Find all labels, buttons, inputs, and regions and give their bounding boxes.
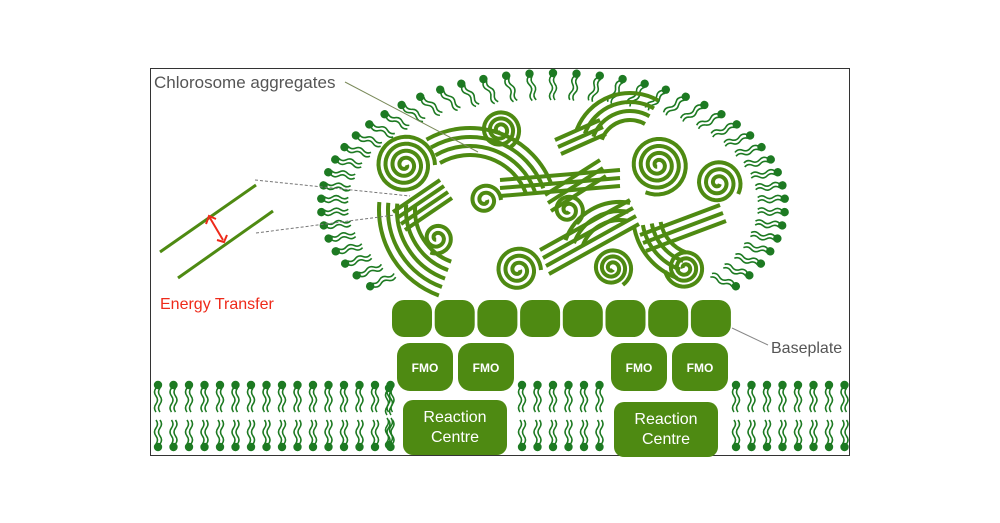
reaction-centre-label-line2: Centre	[431, 429, 479, 446]
baseplate-unit	[690, 300, 731, 337]
lamellar-aggregate	[640, 224, 681, 272]
rod-aggregate	[499, 176, 621, 190]
fmo-protein	[397, 343, 453, 391]
energy-transfer-label: Energy Transfer	[160, 296, 275, 313]
spiral-aggregate	[496, 246, 543, 290]
spiral-aggregate	[470, 183, 503, 213]
fmo-label: FMO	[412, 361, 439, 375]
rod-aggregate	[548, 222, 640, 276]
rod-aggregate	[554, 118, 601, 142]
spiral-aggregate	[481, 110, 522, 149]
reaction-centre	[403, 400, 507, 455]
lamellar-aggregate	[574, 91, 660, 132]
baseplate-unit	[434, 300, 475, 337]
rod-aggregate	[539, 198, 631, 252]
energy-transfer-inset	[159, 183, 274, 280]
baseplate-unit	[562, 300, 603, 337]
zoom-guide-line	[255, 214, 396, 234]
spiral-aggregate	[696, 160, 743, 203]
rod-aggregate	[395, 184, 446, 220]
fmo-protein	[611, 343, 667, 391]
rod-aggregate	[639, 203, 721, 237]
baseplate	[392, 300, 731, 337]
rod-aggregate	[499, 184, 621, 198]
baseplate-unit	[520, 300, 561, 337]
reaction-centre-label-line1: Reaction	[634, 411, 697, 428]
baseplate-label: Baseplate	[771, 340, 842, 357]
zoom-guide-line	[254, 179, 411, 197]
fmo-label: FMO	[626, 361, 653, 375]
rod-aggregate	[543, 158, 602, 197]
fmo-protein	[458, 343, 514, 391]
rod-aggregate	[645, 219, 727, 253]
lamellar-aggregate	[430, 135, 546, 190]
fmo-label: FMO	[473, 361, 500, 375]
spiral-aggregate	[376, 134, 437, 192]
spiral-aggregate	[631, 137, 688, 197]
lamellar-aggregate	[632, 226, 678, 280]
baseplate-unit	[392, 300, 432, 337]
rod-aggregate	[560, 132, 607, 156]
rod-aggregate	[403, 196, 454, 232]
rod-aggregate	[391, 178, 442, 214]
fmo-protein	[672, 343, 728, 391]
chlorosome-leader-line	[344, 81, 479, 153]
rod-aggregate	[399, 190, 450, 226]
fmo-label: FMO	[687, 361, 714, 375]
rod-aggregate	[499, 168, 621, 182]
rod-aggregate	[642, 211, 724, 245]
reaction-centre-label-line2: Centre	[642, 431, 690, 448]
reaction-centre	[614, 402, 718, 457]
chlorosome-aggregates	[376, 91, 743, 298]
baseplate-unit	[605, 300, 646, 337]
rod-aggregate	[542, 206, 634, 260]
baseplate-unit	[648, 300, 689, 337]
spiral-aggregate	[663, 250, 705, 289]
baseplate-leader-line	[731, 327, 769, 346]
spiral-aggregate	[424, 223, 453, 256]
reaction-centre-label-line1: Reaction	[423, 409, 486, 426]
rod-aggregate	[557, 125, 604, 149]
lamellar-aggregate	[386, 202, 443, 289]
lamellar-aggregate	[377, 201, 440, 298]
baseplate-unit	[477, 300, 518, 337]
lamellar-aggregate	[439, 153, 529, 196]
chlorosome-label: Chlorosome aggregates	[154, 73, 335, 92]
spiral-aggregate	[593, 248, 634, 287]
lamellar-aggregate	[395, 203, 446, 281]
energy-arrow-icon	[209, 217, 224, 241]
rod-aggregate	[545, 214, 637, 268]
lamellar-aggregate	[425, 126, 554, 186]
